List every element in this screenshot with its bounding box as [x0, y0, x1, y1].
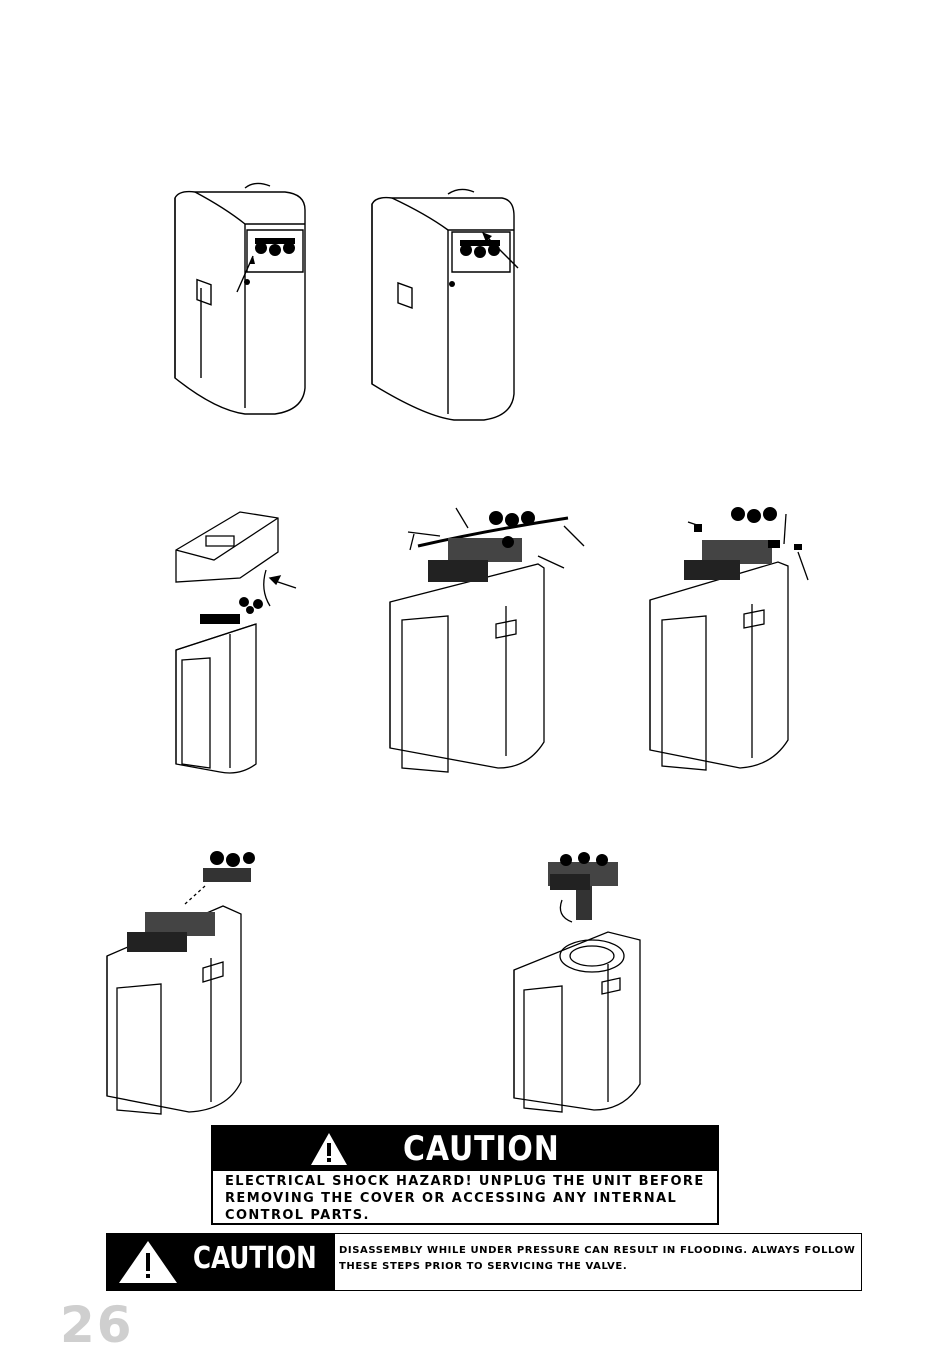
- caution-message: ELECTRICAL SHOCK HAZARD! UNPLUG THE UNIT…: [225, 1173, 713, 1224]
- softener-illustration: [105, 848, 255, 1116]
- caution-banner: CAUTION: [107, 1234, 335, 1290]
- page-number: 26: [60, 1296, 134, 1354]
- caution-title: CAUTION: [403, 1129, 560, 1169]
- caution-banner: CAUTION: [213, 1127, 717, 1171]
- figure-3-cover-lifted: [170, 510, 300, 776]
- caution-box-pressure: CAUTION DISASSEMBLY WHILE UNDER PRESSURE…: [106, 1233, 862, 1291]
- softener-illustration: [368, 184, 528, 422]
- caution-title: CAUTION: [193, 1241, 317, 1276]
- warning-triangle-icon: [117, 1239, 179, 1285]
- figure-1-softener: [165, 178, 315, 416]
- figure-7-valve-removed: [512, 852, 642, 1114]
- softener-illustration: [388, 506, 588, 776]
- caution-message: DISASSEMBLY WHILE UNDER PRESSURE CAN RES…: [339, 1243, 859, 1275]
- figure-4-valve-bypass: [388, 506, 588, 776]
- softener-illustration: [512, 852, 642, 1114]
- softener-illustration: [165, 178, 315, 416]
- figure-2-softener: [368, 184, 528, 422]
- softener-illustration: [648, 500, 818, 776]
- softener-illustration: [170, 510, 300, 776]
- figure-6-valve-lifted: [105, 848, 255, 1116]
- figure-5-clips-removed: [648, 500, 818, 776]
- warning-triangle-icon: [309, 1131, 349, 1167]
- caution-box-electrical: CAUTION ELECTRICAL SHOCK HAZARD! UNPLUG …: [211, 1125, 719, 1225]
